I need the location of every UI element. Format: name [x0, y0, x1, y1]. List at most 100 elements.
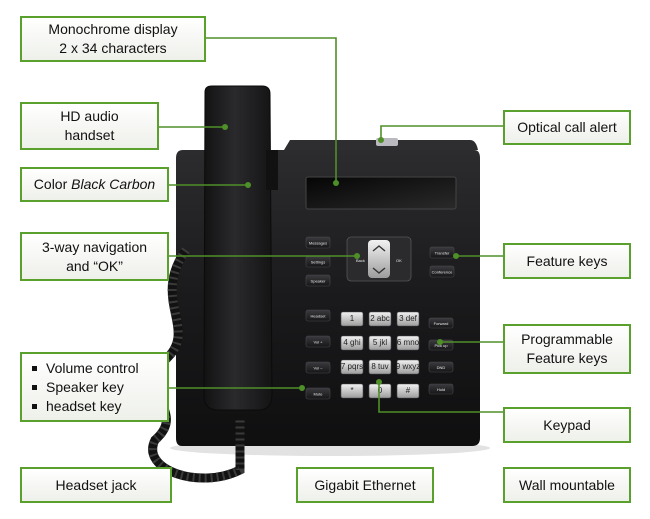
callout-color-prefix: Color	[33, 176, 72, 192]
digit-key-11-label: #	[406, 386, 411, 395]
key-conference[interactable]: Conference	[429, 265, 455, 278]
digit-key-7[interactable]: 8 tuv	[368, 359, 392, 375]
key-lower-0[interactable]: Headset	[305, 309, 331, 322]
leader-display	[206, 37, 337, 183]
digit-key-9-cap[interactable]	[340, 383, 364, 399]
prog-key-3-label: Hold	[437, 387, 445, 392]
callout-headset-jack-text: Headset jack	[55, 476, 137, 493]
digit-key-5-cap[interactable]	[396, 335, 420, 351]
nav-back-label: Back	[356, 258, 365, 263]
digit-key-9[interactable]: *	[340, 383, 364, 399]
key-lower-2[interactable]: Vol –	[305, 361, 331, 374]
leader-dot-display	[333, 180, 339, 186]
callout-optical: Optical call alert	[503, 110, 631, 145]
bullet-square-icon	[32, 403, 37, 409]
digit-key-7-cap[interactable]	[368, 359, 392, 375]
digit-key-1-cap[interactable]	[368, 311, 392, 327]
key-settings[interactable]: Settings	[305, 255, 331, 268]
key-lower-2-cap[interactable]	[305, 361, 331, 374]
digit-key-11[interactable]: #	[396, 383, 420, 399]
key-messages[interactable]: Messages	[305, 236, 331, 249]
digit-key-1-label: 2 abc	[370, 314, 390, 323]
key-lower-3[interactable]: Mute	[305, 387, 331, 400]
digit-key-6[interactable]: 7 pqrs	[340, 359, 364, 375]
nav-up-icon	[372, 245, 386, 252]
digit-key-8-cap[interactable]	[396, 359, 420, 375]
digit-key-4[interactable]: 5 jkl	[368, 335, 392, 351]
key-speaker-cap[interactable]	[305, 274, 331, 287]
prog-key-2-label: DND	[437, 365, 446, 370]
key-conference-label: Conference	[432, 270, 453, 275]
bullet-square-icon	[32, 365, 37, 371]
key-lower-1[interactable]: Vol +	[305, 335, 331, 348]
digit-key-8[interactable]: 9 wxyz	[396, 359, 420, 375]
key-speaker-label: Speaker	[311, 279, 327, 284]
bullet-text: Speaker key	[46, 378, 124, 395]
digit-key-3-label: 4 ghi	[343, 338, 361, 347]
callout-optical-text: Optical call alert	[517, 119, 617, 135]
key-messages-cap[interactable]	[305, 236, 331, 249]
nav-down-icon	[372, 267, 386, 274]
callout-display: Monochrome display 2 x 34 characters	[20, 16, 206, 62]
digit-key-8-label: 9 wxyz	[396, 362, 420, 371]
prog-key-3-cap[interactable]	[428, 383, 454, 395]
key-lower-1-cap[interactable]	[305, 335, 331, 348]
digit-key-4-cap[interactable]	[368, 335, 392, 351]
digit-key-0[interactable]: 1	[340, 311, 364, 327]
digit-key-3-cap[interactable]	[340, 335, 364, 351]
prog-key-2[interactable]: DND	[428, 361, 454, 373]
prog-key-0-cap[interactable]	[428, 317, 454, 329]
digit-key-11-cap[interactable]	[396, 383, 420, 399]
callout-navigation-line1: 3-way navigation	[41, 238, 148, 255]
key-lower-3-cap[interactable]	[305, 387, 331, 400]
digit-key-0-label: 1	[350, 314, 355, 323]
callout-display-line2: 2 x 34 characters	[59, 40, 167, 56]
key-settings-label: Settings	[311, 260, 325, 265]
digit-key-6-label: 7 pqrs	[341, 362, 363, 371]
key-messages-label: Messages	[309, 241, 327, 246]
key-speaker[interactable]: Speaker	[305, 274, 331, 287]
key-lower-2-label: Vol –	[314, 366, 324, 371]
callout-navigation: 3-way navigation and “OK”	[20, 232, 169, 281]
digit-key-0-cap[interactable]	[340, 311, 364, 327]
callout-feature-text: Feature keys	[526, 252, 608, 269]
key-transfer-label: Transfer	[435, 251, 450, 256]
digit-key-2[interactable]: 3 def	[396, 311, 420, 327]
callout-display-line1: Monochrome display	[48, 21, 178, 37]
key-transfer[interactable]: Transfer	[429, 246, 455, 259]
bullet-text: Volume control	[46, 359, 139, 376]
key-conference-cap[interactable]	[429, 265, 455, 278]
key-lower-0-cap[interactable]	[305, 309, 331, 322]
callout-handset: HD audio handset	[20, 102, 159, 150]
callout-color-name: Black Carbon	[71, 176, 156, 192]
leader-dot-keypad	[376, 379, 382, 385]
prog-key-3[interactable]: Hold	[428, 383, 454, 395]
digit-key-3[interactable]: 4 ghi	[340, 335, 364, 351]
digit-key-2-cap[interactable]	[396, 311, 420, 327]
bullet-speaker-key: Speaker key	[32, 378, 124, 397]
leader-dot-handset	[222, 124, 228, 130]
digit-key-5-label: 6 mno	[397, 338, 420, 347]
digit-key-5[interactable]: 6 mno	[396, 335, 420, 351]
prog-key-0[interactable]: Forward	[428, 317, 454, 329]
callout-navigation-line2: and “OK”	[66, 257, 123, 274]
digit-key-1[interactable]: 2 abc	[368, 311, 392, 327]
callout-wall-text: Wall mountable	[519, 476, 615, 493]
leader-dot-programmable	[437, 339, 443, 345]
bullet-headset-key: headset key	[32, 397, 122, 416]
key-transfer-cap[interactable]	[429, 246, 455, 259]
leader-keypad	[378, 382, 503, 413]
key-lower-3-label: Mute	[314, 392, 324, 397]
digit-key-6-cap[interactable]	[340, 359, 364, 375]
prog-key-0-label: Forward	[434, 321, 449, 326]
prog-key-2-cap[interactable]	[428, 361, 454, 373]
callout-volume: Volume control Speaker key headset key	[20, 352, 169, 422]
key-lower-0-label: Headset	[311, 314, 327, 319]
digit-key-4-label: 5 jkl	[373, 338, 387, 347]
prog-key-1-label: Pick up	[434, 343, 448, 348]
bullet-square-icon	[32, 384, 37, 390]
digit-key-10[interactable]: 0	[368, 383, 392, 399]
digit-key-7-label: 8 tuv	[371, 362, 388, 371]
